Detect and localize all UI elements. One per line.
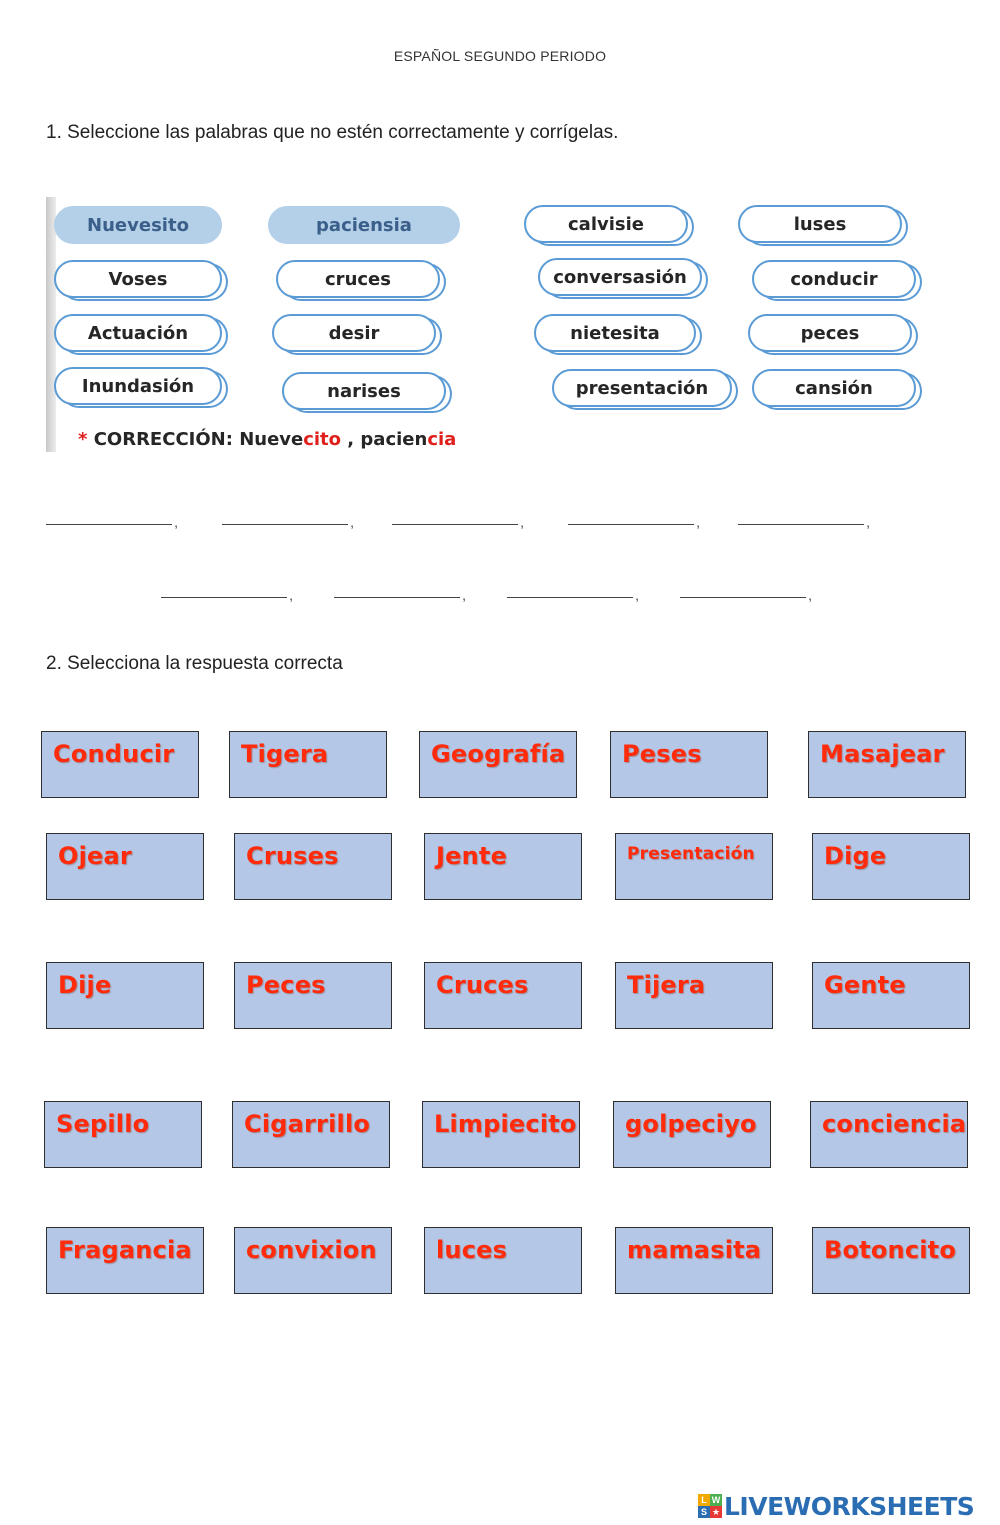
cloud-word-label: paciensia bbox=[316, 214, 412, 236]
cloud-word[interactable]: Nuevesito bbox=[54, 206, 222, 244]
cloud-word[interactable]: presentación bbox=[552, 369, 732, 407]
cloud-word[interactable]: desir bbox=[272, 314, 436, 352]
cloud-word-label: calvisie bbox=[568, 213, 644, 235]
cloud-word[interactable]: calvisie bbox=[524, 205, 688, 243]
blank-comma: , bbox=[520, 514, 524, 530]
cloud-word-label: conducir bbox=[790, 268, 878, 290]
page-title: ESPAÑOL SEGUNDO PERIODO bbox=[393, 48, 607, 64]
cloud-word-label: peces bbox=[800, 322, 860, 344]
image-edge-shadow bbox=[46, 197, 56, 452]
cloud-word-label: luses bbox=[793, 213, 847, 235]
word-option-box[interactable]: Gente bbox=[812, 962, 970, 1029]
word-option-box[interactable]: Dije bbox=[46, 962, 204, 1029]
blank-comma: , bbox=[174, 514, 178, 530]
cloud-word-label: desir bbox=[328, 322, 380, 344]
word-option-box[interactable]: Cruces bbox=[424, 962, 582, 1029]
answer-blank-input[interactable]: , bbox=[680, 577, 812, 603]
cloud-word[interactable]: luses bbox=[738, 205, 902, 243]
cloud-word[interactable]: Inundasión bbox=[54, 367, 222, 405]
word-option-box[interactable]: Botoncito bbox=[812, 1227, 970, 1294]
liveworksheets-logo: L W S ★ LIVEWORKSHEETS bbox=[698, 1490, 975, 1522]
word-option-box[interactable]: Ojear bbox=[46, 833, 204, 900]
cloud-word-label: Inundasión bbox=[81, 375, 195, 397]
word-option-box[interactable]: convixion bbox=[234, 1227, 392, 1294]
cloud-word[interactable]: cruces bbox=[276, 260, 440, 298]
liveworksheets-logo-icon: L W S ★ bbox=[698, 1494, 722, 1518]
cloud-word[interactable]: paciensia bbox=[268, 206, 460, 244]
word-option-box[interactable]: Geografía bbox=[419, 731, 577, 798]
blank-comma: , bbox=[350, 514, 354, 530]
cloud-word[interactable]: conducir bbox=[752, 260, 916, 298]
word-option-box[interactable]: Tijera bbox=[615, 962, 773, 1029]
word-option-box[interactable]: luces bbox=[424, 1227, 582, 1294]
word-option-box[interactable]: Cigarrillo bbox=[232, 1101, 390, 1168]
cloud-word[interactable]: Actuación bbox=[54, 314, 222, 352]
cloud-word-label: presentación bbox=[575, 377, 709, 399]
answer-blank-input[interactable]: , bbox=[222, 504, 354, 530]
cloud-word-image: * CORRECCIÓN: Nuevecito , paciencia Nuev… bbox=[46, 197, 936, 455]
cloud-word-label: narises bbox=[327, 380, 401, 402]
word-option-box[interactable]: Masajear bbox=[808, 731, 966, 798]
answer-blank-input[interactable]: , bbox=[161, 577, 293, 603]
blank-comma: , bbox=[696, 514, 700, 530]
cloud-word[interactable]: nietesita bbox=[534, 314, 696, 352]
answer-blank-input[interactable]: , bbox=[507, 577, 639, 603]
word-option-box[interactable]: golpeciyo bbox=[613, 1101, 771, 1168]
cloud-word-label: Actuación bbox=[87, 322, 189, 344]
word-option-box[interactable]: Peces bbox=[234, 962, 392, 1029]
correction-example: * CORRECCIÓN: Nuevecito , paciencia bbox=[78, 429, 457, 450]
question-1-instruction: 1. Seleccione las palabras que no estén … bbox=[46, 122, 619, 143]
word-option-box[interactable]: Tigera bbox=[229, 731, 387, 798]
cloud-word[interactable]: peces bbox=[748, 314, 912, 352]
cloud-word[interactable]: cansión bbox=[752, 369, 916, 407]
word-option-box[interactable]: Presentación bbox=[615, 833, 773, 900]
answer-blank-input[interactable]: , bbox=[738, 504, 870, 530]
answer-blank-input[interactable]: , bbox=[568, 504, 700, 530]
question-2-instruction: 2. Selecciona la respuesta correcta bbox=[46, 653, 343, 674]
blank-comma: , bbox=[462, 587, 466, 603]
cloud-word[interactable]: conversasión bbox=[538, 258, 702, 296]
blank-comma: , bbox=[808, 587, 812, 603]
cloud-word-label: cansión bbox=[795, 377, 873, 399]
answer-blank-input[interactable]: , bbox=[392, 504, 524, 530]
cloud-word-label: nietesita bbox=[570, 322, 660, 344]
answer-blank-input[interactable]: , bbox=[46, 504, 178, 530]
cloud-word[interactable]: narises bbox=[282, 372, 446, 410]
blank-comma: , bbox=[289, 587, 293, 603]
cloud-word-label: Voses bbox=[108, 268, 168, 290]
cloud-word[interactable]: Voses bbox=[54, 260, 222, 298]
word-option-box[interactable]: Peses bbox=[610, 731, 768, 798]
word-option-box[interactable]: Jente bbox=[424, 833, 582, 900]
cloud-word-label: cruces bbox=[325, 268, 391, 290]
word-option-box[interactable]: mamasita bbox=[615, 1227, 773, 1294]
word-option-box[interactable]: Conducir bbox=[41, 731, 199, 798]
cloud-word-label: conversasión bbox=[553, 266, 687, 288]
word-option-box[interactable]: Sepillo bbox=[44, 1101, 202, 1168]
blank-comma: , bbox=[866, 514, 870, 530]
word-option-box[interactable]: Cruses bbox=[234, 833, 392, 900]
answer-blank-input[interactable]: , bbox=[334, 577, 466, 603]
word-option-box[interactable]: Dige bbox=[812, 833, 970, 900]
word-option-box[interactable]: conciencia bbox=[810, 1101, 968, 1168]
word-option-box[interactable]: Limpiecito bbox=[422, 1101, 580, 1168]
word-option-box[interactable]: Fragancia bbox=[46, 1227, 204, 1294]
blank-comma: , bbox=[635, 587, 639, 603]
cloud-word-label: Nuevesito bbox=[87, 214, 189, 236]
